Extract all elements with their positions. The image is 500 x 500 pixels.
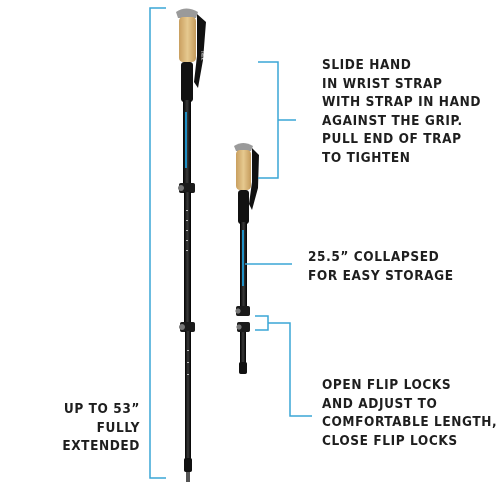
foam-extension [238,190,249,224]
callout-lines [149,7,312,479]
wrist-strap [249,148,259,210]
extended-pole: TREK [176,8,206,482]
grip-cap [176,8,198,18]
svg-text:TREK: TREK [200,49,205,61]
cork-grip [179,17,196,62]
pole-tip [239,362,247,374]
flip-lock [237,322,250,332]
flip-lock [180,322,195,332]
flip-locks-callout: OPEN FLIP LOCKS AND ADJUST TO COMFORTABL… [322,377,498,449]
collapsed-pole [234,143,259,374]
lower-shaft [185,331,191,459]
cork-grip [236,150,251,190]
collapsed-callout: 25.5” COLLAPSED FOR EASY STORAGE [308,249,454,284]
wrist-strap-bracket [258,61,279,179]
wrist-strap-callout: SLIDE HAND IN WRIST STRAP WITH STRAP IN … [322,57,482,166]
flip-lock-pointer [268,322,312,417]
flip-lock [179,183,195,193]
foam-extension [181,62,193,102]
wrist-strap [194,14,206,88]
extended-length-bracket [149,7,166,479]
middle-shaft [184,192,191,322]
extended-length-callout: UP TO 53” FULLY EXTENDED [62,401,140,454]
flip-lock [236,306,250,316]
flip-lock-bracket [255,315,269,331]
grip-cap [234,143,253,151]
pole-tip [184,458,192,472]
